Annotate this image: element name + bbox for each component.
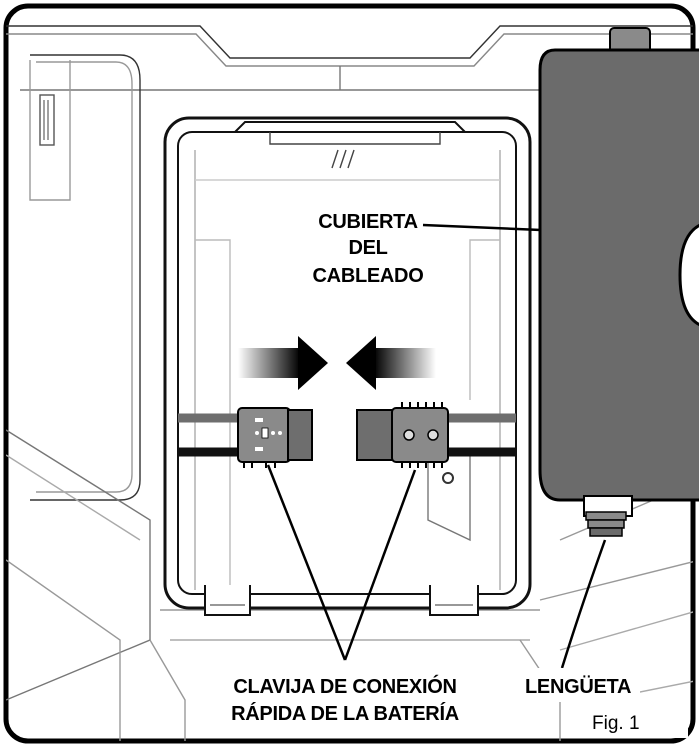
label-cubierta-line2: DEL xyxy=(348,237,387,259)
cubierta-leader xyxy=(422,223,542,232)
clavija-leader-left xyxy=(266,464,347,661)
label-cubierta-line1: CUBIERTA xyxy=(318,211,417,233)
label-backing xyxy=(210,668,500,728)
lengueta-leader xyxy=(560,539,607,669)
caption-backing xyxy=(588,706,688,738)
label-clavija-line2: RÁPIDA DE LA BATERÍA xyxy=(231,702,459,725)
cover-tab xyxy=(583,495,633,537)
wiring-cover xyxy=(538,27,699,502)
mount-hole xyxy=(442,472,454,484)
left-battery-connector xyxy=(237,407,313,468)
battery-cables xyxy=(178,413,516,457)
label-lengueta: LENGÜETA xyxy=(525,675,631,698)
leader-lines xyxy=(266,223,607,669)
right-battery-connector xyxy=(356,402,449,468)
label-backing-2 xyxy=(520,668,640,702)
label-cubierta-line3: CABLEADO xyxy=(313,265,424,287)
clavija-leader-right xyxy=(343,469,417,661)
push-arrow-right-icon xyxy=(238,336,328,390)
figure-caption: Fig. 1 xyxy=(592,713,640,734)
push-arrow-left-icon xyxy=(346,336,436,390)
label-clavija-line1: CLAVIJA DE CONEXIÓN xyxy=(233,674,456,698)
